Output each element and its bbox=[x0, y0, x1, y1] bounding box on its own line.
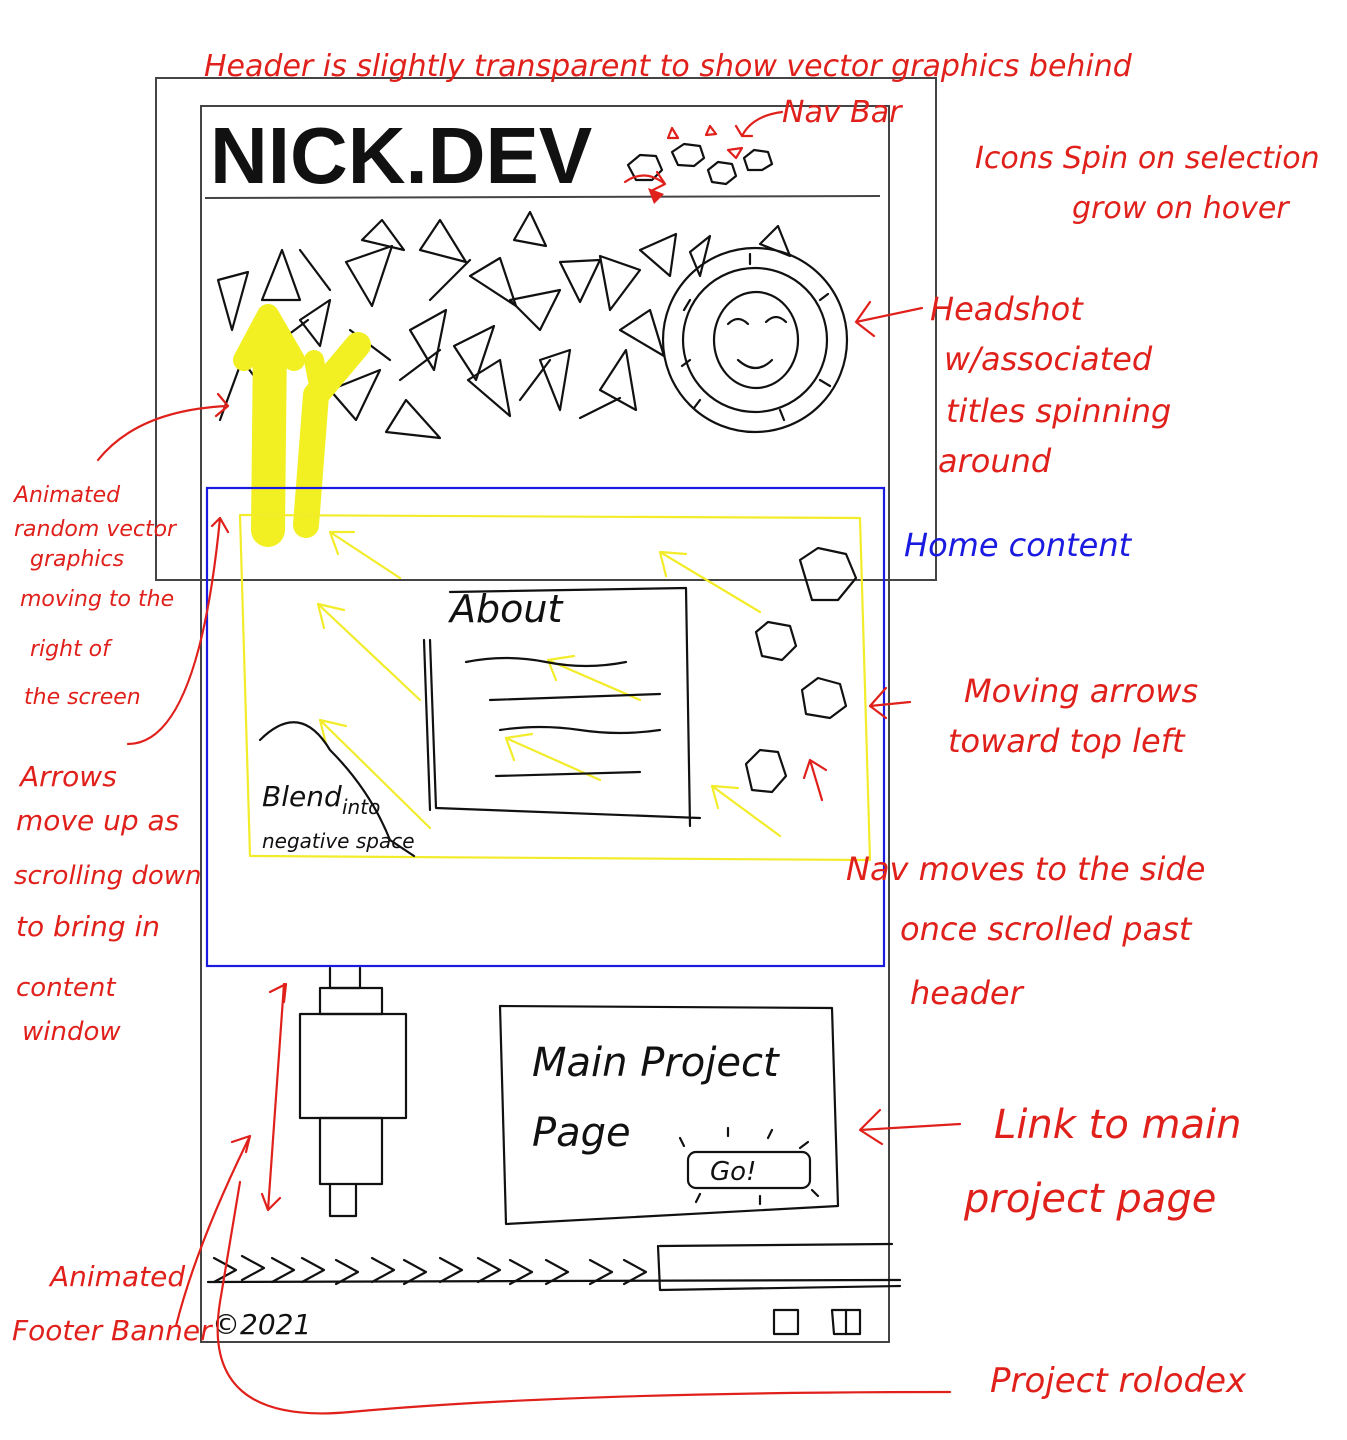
side-nav[interactable] bbox=[744, 546, 858, 794]
svg-text:Main Project: Main Project bbox=[532, 1040, 780, 1086]
svg-text:to bring in: to bring in bbox=[16, 910, 160, 943]
svg-text:Link to main: Link to main bbox=[994, 1102, 1241, 1148]
nav-icon[interactable] bbox=[742, 148, 774, 172]
svg-text:Animated: Animated bbox=[48, 1260, 185, 1293]
note-header-transparent: Header is slightly transparent to show v… bbox=[204, 49, 1133, 84]
nav-icon[interactable] bbox=[706, 160, 738, 186]
svg-text:once scrolled past: once scrolled past bbox=[900, 910, 1193, 948]
svg-text:Home content: Home content bbox=[904, 526, 1133, 564]
svg-text:move up as: move up as bbox=[16, 804, 179, 837]
svg-text:header: header bbox=[910, 974, 1025, 1012]
svg-text:grow on hover: grow on hover bbox=[1072, 191, 1290, 226]
logo: NICK.DEV bbox=[210, 111, 592, 200]
scroll-arrows bbox=[233, 304, 371, 547]
footer-icon[interactable] bbox=[772, 1308, 800, 1336]
svg-text:Page: Page bbox=[532, 1110, 631, 1156]
nav-spin-indicator bbox=[623, 170, 667, 192]
svg-text:moving to the: moving to the bbox=[20, 587, 174, 612]
nav-icon[interactable] bbox=[626, 153, 664, 182]
svg-text:Nav moves to the side: Nav moves to the side bbox=[846, 850, 1205, 888]
about-title: About bbox=[447, 587, 564, 631]
headshot bbox=[661, 246, 849, 434]
note-nav-bar: Nav Bar bbox=[782, 95, 903, 130]
svg-text:right of: right of bbox=[30, 637, 113, 662]
svg-text:toward top left: toward top left bbox=[948, 722, 1186, 760]
svg-text:Footer Banner: Footer Banner bbox=[12, 1314, 213, 1347]
side-nav-icon[interactable] bbox=[744, 748, 788, 794]
nav-hover-indicator bbox=[666, 124, 744, 160]
svg-text:graphics: graphics bbox=[30, 547, 124, 572]
footer-icon[interactable] bbox=[830, 1308, 862, 1336]
project-rolodex[interactable] bbox=[298, 966, 408, 1218]
svg-text:Arrows: Arrows bbox=[18, 760, 117, 793]
main-project-card[interactable]: Main Project Page Go! bbox=[498, 1004, 840, 1226]
svg-text:Icons Spin on selection: Icons Spin on selection bbox=[975, 141, 1320, 176]
home-content-window bbox=[205, 486, 886, 968]
page-frame bbox=[200, 105, 890, 1343]
svg-text:w/associated: w/associated bbox=[944, 340, 1153, 378]
moving-arrows bbox=[238, 513, 872, 862]
svg-text:project page: project page bbox=[963, 1176, 1216, 1222]
side-nav-icon[interactable] bbox=[798, 546, 858, 602]
svg-text:Headshot: Headshot bbox=[930, 290, 1084, 328]
svg-text:Animated: Animated bbox=[12, 483, 121, 508]
svg-text:Blend: Blend bbox=[262, 780, 342, 813]
svg-text:content: content bbox=[16, 973, 116, 1003]
footer: ©2021 bbox=[206, 1242, 902, 1341]
svg-text:Project rolodex: Project rolodex bbox=[990, 1361, 1247, 1401]
about-card: About bbox=[422, 586, 702, 828]
blend-note: Blend into negative space bbox=[258, 721, 416, 858]
side-nav-icon[interactable] bbox=[800, 676, 848, 720]
svg-text:into: into bbox=[342, 795, 380, 819]
nav-icon[interactable] bbox=[670, 142, 706, 168]
annotations: Header is slightly transparent to show v… bbox=[12, 49, 1320, 1415]
side-nav-icon[interactable] bbox=[754, 620, 798, 662]
svg-text:the screen: the screen bbox=[24, 685, 141, 710]
svg-text:random vector: random vector bbox=[14, 517, 178, 542]
svg-text:negative space: negative space bbox=[262, 829, 415, 853]
header-frame bbox=[155, 77, 937, 581]
svg-text:around: around bbox=[938, 442, 1052, 480]
svg-text:Moving arrows: Moving arrows bbox=[964, 672, 1198, 710]
svg-text:window: window bbox=[22, 1017, 121, 1047]
svg-text:titles spinning: titles spinning bbox=[946, 392, 1171, 430]
nav-bar[interactable] bbox=[623, 124, 774, 204]
footer-banner bbox=[212, 1254, 648, 1286]
nav-selected-marker bbox=[648, 188, 664, 204]
svg-text:scrolling down: scrolling down bbox=[14, 861, 202, 891]
go-button-label[interactable]: Go! bbox=[710, 1157, 756, 1187]
go-button[interactable] bbox=[686, 1150, 812, 1190]
footer-copyright: ©2021 bbox=[212, 1308, 311, 1341]
header-divider bbox=[204, 195, 881, 199]
